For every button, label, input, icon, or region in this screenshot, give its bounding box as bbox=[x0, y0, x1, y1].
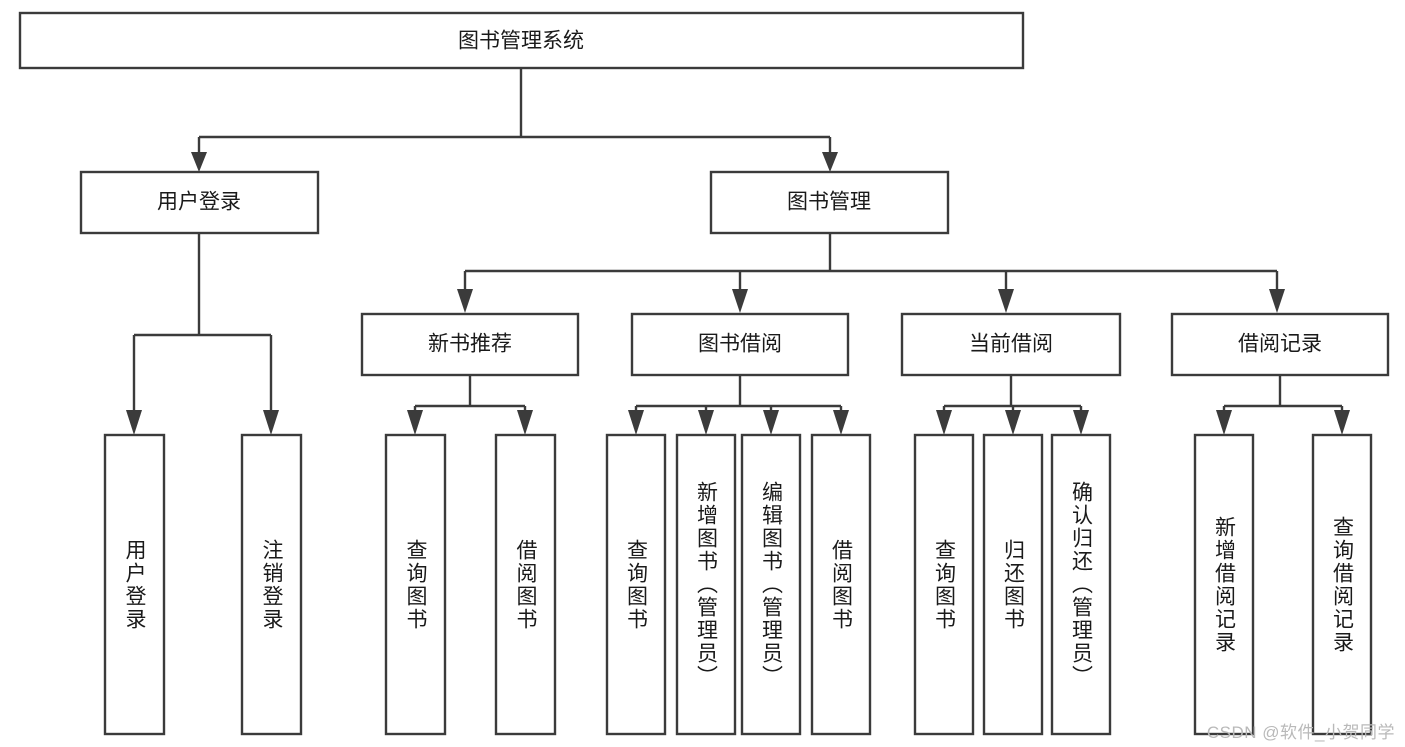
arrowhead-current-borrow bbox=[998, 289, 1014, 313]
label-current-borrow: 当前借阅 bbox=[969, 333, 1053, 356]
node-user-login[interactable] bbox=[79, 170, 320, 235]
node-new-book-recommend[interactable] bbox=[360, 312, 580, 377]
leaf-boxes-group bbox=[103, 433, 1373, 736]
label-book-borrow: 图书借阅 bbox=[698, 333, 782, 356]
arrowhead-borrowrecord-leaf-2 bbox=[1334, 410, 1350, 435]
leaf-box-query-book-3[interactable] bbox=[913, 433, 975, 736]
arrowhead-bookborrow-leaf-2 bbox=[698, 410, 714, 435]
arrowhead-leaf-logout bbox=[263, 410, 279, 435]
leaf-box-borrow-book-1[interactable] bbox=[494, 433, 557, 736]
arrowhead-bookborrow-leaf-4 bbox=[833, 410, 849, 435]
leaf-box-logout[interactable] bbox=[240, 433, 303, 736]
arrowhead-currentborrow-leaf-2 bbox=[1005, 410, 1021, 435]
leaf-box-edit-book-admin[interactable] bbox=[740, 433, 802, 736]
arrowhead-newbook-leaf-1 bbox=[407, 410, 423, 435]
arrowhead-new-book bbox=[457, 289, 473, 313]
node-borrow-record[interactable] bbox=[1170, 312, 1390, 377]
label-root: 图书管理系统 bbox=[458, 30, 584, 53]
arrowhead-borrowrecord-leaf-1 bbox=[1216, 410, 1232, 435]
label-user-login: 用户登录 bbox=[157, 191, 241, 214]
leaf-box-query-borrow-record[interactable] bbox=[1311, 433, 1373, 736]
arrowhead-user-login bbox=[191, 152, 207, 172]
node-book-borrow[interactable] bbox=[630, 312, 850, 377]
arrowhead-newbook-leaf-2 bbox=[517, 410, 533, 435]
arrowhead-bookborrow-leaf-3 bbox=[763, 410, 779, 435]
leaf-box-add-book-admin[interactable] bbox=[675, 433, 737, 736]
arrowhead-currentborrow-leaf-3 bbox=[1073, 410, 1089, 435]
leaf-box-add-borrow-record[interactable] bbox=[1193, 433, 1255, 736]
label-borrow-record: 借阅记录 bbox=[1238, 333, 1322, 356]
label-new-book-recommend: 新书推荐 bbox=[428, 333, 512, 356]
node-root-book-management-system[interactable] bbox=[18, 11, 1025, 70]
csdn-watermark: CSDN @软件_小贺同学 bbox=[1206, 723, 1395, 742]
label-book-management: 图书管理 bbox=[787, 191, 871, 214]
leaf-box-return-book[interactable] bbox=[982, 433, 1044, 736]
leaf-box-user-login[interactable] bbox=[103, 433, 166, 736]
leaf-box-query-book-1[interactable] bbox=[384, 433, 447, 736]
leaf-box-confirm-return-admin[interactable] bbox=[1050, 433, 1112, 736]
arrowhead-book-mgmt bbox=[822, 152, 838, 172]
node-book-management[interactable] bbox=[709, 170, 950, 235]
node-current-borrow[interactable] bbox=[900, 312, 1122, 377]
arrowhead-bookborrow-leaf-1 bbox=[628, 410, 644, 435]
arrowhead-leaf-user-login bbox=[126, 410, 142, 435]
arrowhead-currentborrow-leaf-1 bbox=[936, 410, 952, 435]
leaf-box-borrow-book-2[interactable] bbox=[810, 433, 872, 736]
arrowhead-book-borrow bbox=[732, 289, 748, 313]
nodes-group bbox=[18, 11, 1390, 377]
leaf-box-query-book-2[interactable] bbox=[605, 433, 667, 736]
node-labels-group: 图书管理系统 用户登录 图书管理 新书推荐 图书借阅 当前借阅 借阅记录 bbox=[157, 30, 1322, 356]
edges-group bbox=[126, 68, 1350, 435]
arrowhead-borrow-record bbox=[1269, 289, 1285, 313]
